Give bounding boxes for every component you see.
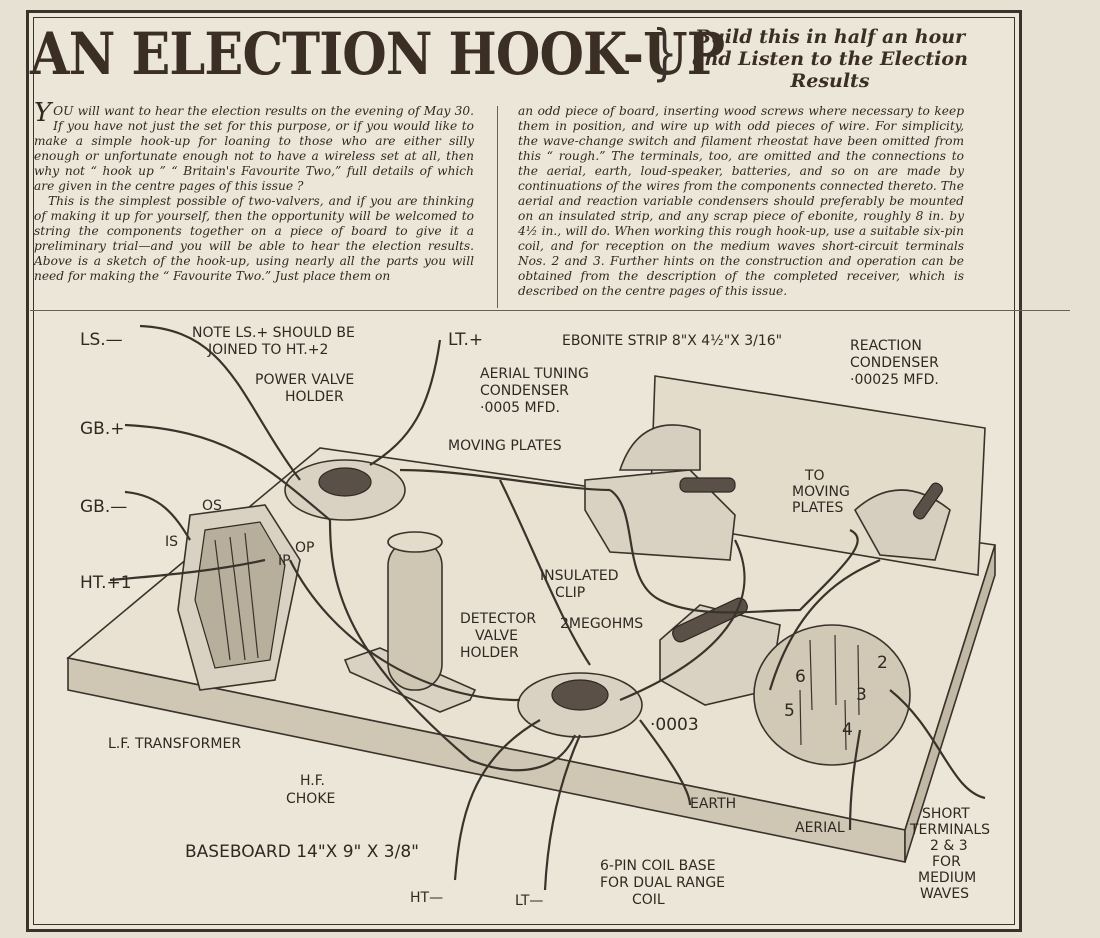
column-divider: [497, 106, 498, 308]
label-moving-plates: MOVING PLATES: [448, 438, 562, 454]
label-pin-6: 6: [795, 667, 806, 687]
label-ht-minus: HT—: [410, 890, 443, 906]
label-hf-choke-2: CHOKE: [286, 791, 335, 807]
baseboard: [66, 447, 997, 863]
label-is: IS: [165, 534, 178, 550]
label-hf-choke-1: H.F.: [300, 773, 325, 789]
power-valve-holder: [284, 459, 406, 521]
label-earth: EARTH: [690, 796, 736, 812]
article-paragraph-1-text: OU will want to hear the election result…: [34, 104, 474, 193]
label-lt-plus: LT.+: [448, 330, 483, 350]
label-pin-2: 2: [877, 653, 888, 673]
label-detector-2: VALVE: [475, 628, 518, 644]
label-to-moving-1: TO: [804, 468, 825, 484]
label-aerial-tuning-3: ·0005 MFD.: [480, 400, 560, 416]
label-cap-0003: ·0003: [650, 715, 699, 735]
label-megohms: 2MEGOHMS: [560, 616, 643, 632]
label-to-moving-3: PLATES: [792, 500, 843, 516]
label-coil-base-1: 6-PIN COIL BASE: [600, 858, 716, 874]
label-pin-3: 3: [856, 685, 867, 705]
label-short-5: MEDIUM: [918, 870, 976, 886]
label-insulated-clip-1: INSULATED: [540, 568, 619, 584]
label-ls-minus: LS.—: [80, 330, 123, 350]
article-paragraph-3: an odd piece of board, inserting wood sc…: [518, 104, 964, 298]
detector-valve-holder: [517, 672, 643, 738]
label-short-6: WAVES: [920, 886, 969, 902]
subtitle: Build this in half an hour and Listen to…: [692, 26, 968, 92]
label-short-1: SHORT: [922, 806, 970, 822]
article-paragraph-2: This is the simplest possible of two-val…: [34, 194, 474, 283]
label-lf-transformer: L.F. TRANSFORMER: [108, 736, 241, 752]
diagram-labels: LS.— NOTE LS.+ SHOULD BE JOINED TO HT.+2…: [80, 325, 990, 909]
label-lt-minus: LT—: [515, 893, 543, 909]
label-pin-4: 4: [842, 720, 853, 740]
label-ht-plus-1: HT.+1: [80, 573, 132, 593]
headline: AN ELECTION HOOK-UP: [30, 20, 725, 88]
label-coil-base-2: FOR DUAL RANGE: [600, 875, 725, 891]
brace-ornament: }: [652, 18, 678, 88]
label-reaction-3: ·00025 MFD.: [850, 372, 939, 388]
label-short-3: 2 & 3: [930, 838, 968, 854]
label-reaction-2: CONDENSER: [850, 355, 939, 371]
drop-cap: Y: [34, 98, 52, 128]
label-os: OS: [202, 498, 222, 514]
label-baseboard: BASEBOARD 14"X 9" X 3/8": [185, 842, 419, 862]
label-aerial-tuning-2: CONDENSER: [480, 383, 569, 399]
label-pin-5: 5: [784, 701, 795, 721]
label-aerial: AERIAL: [795, 820, 845, 836]
label-insulated-clip-2: CLIP: [555, 585, 585, 601]
label-short-2: TERMINALS: [909, 822, 990, 838]
label-detector-1: DETECTOR: [460, 611, 536, 627]
label-coil-base-3: COIL: [632, 892, 665, 908]
article-right-column: an odd piece of board, inserting wood sc…: [518, 104, 964, 299]
reaction-condenser: [853, 482, 951, 561]
label-short-4: FOR: [932, 854, 961, 870]
label-reaction-1: REACTION: [850, 338, 922, 354]
section-divider: [30, 310, 1070, 311]
lf-transformer: [177, 504, 301, 691]
label-note-2: JOINED TO HT.+2: [207, 342, 328, 358]
label-ip: IP: [278, 553, 291, 569]
label-detector-3: HOLDER: [460, 645, 519, 661]
aerial-tuning-condenser: [584, 424, 736, 561]
label-ebonite-strip: EBONITE STRIP 8"X 4½"X 3/16": [562, 333, 782, 349]
label-note-1: NOTE LS.+ SHOULD BE: [192, 325, 355, 341]
label-power-valve-2: HOLDER: [285, 389, 344, 405]
label-op: OP: [295, 540, 314, 556]
label-gb-minus: GB.—: [80, 497, 127, 517]
label-to-moving-2: MOVING: [792, 484, 850, 500]
label-gb-plus: GB.+: [80, 419, 124, 439]
label-aerial-tuning-1: AERIAL TUNING: [480, 366, 589, 382]
wiring: [109, 324, 986, 891]
label-power-valve-1: POWER VALVE: [255, 372, 354, 388]
six-pin-coil-base: [753, 624, 911, 766]
